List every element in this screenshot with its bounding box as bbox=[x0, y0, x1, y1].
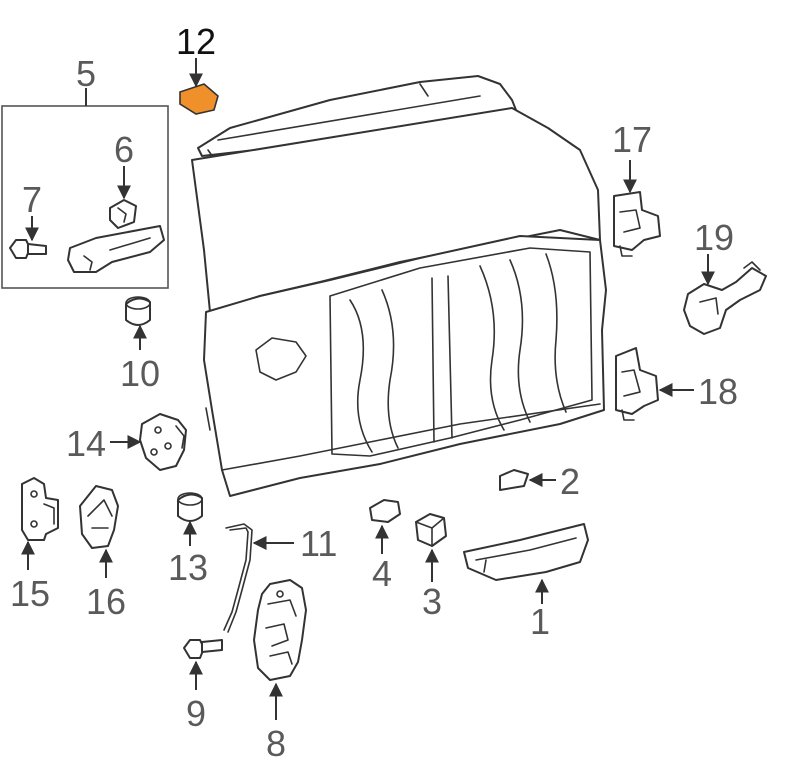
part-19-striker bbox=[683, 261, 767, 335]
part-9-bolt bbox=[183, 639, 223, 659]
part-1-handle bbox=[463, 523, 589, 581]
part-15-hinge bbox=[21, 477, 59, 541]
callout-18: 18 bbox=[698, 371, 738, 412]
callout-15: 15 bbox=[10, 573, 50, 614]
liftgate-panel bbox=[191, 75, 607, 497]
leader-lines bbox=[21, 58, 715, 720]
callout-1: 1 bbox=[530, 601, 550, 642]
callout-2: 2 bbox=[560, 461, 580, 502]
part-18-bracket bbox=[615, 347, 659, 421]
callout-12: 12 bbox=[176, 21, 216, 62]
part-10-grommet bbox=[125, 296, 151, 326]
part-2-cover bbox=[499, 469, 529, 491]
part-12-bumper bbox=[179, 83, 219, 115]
callout-10: 10 bbox=[120, 353, 160, 394]
callout-6: 6 bbox=[114, 129, 134, 170]
callout-9: 9 bbox=[186, 693, 206, 734]
part-7-bolt bbox=[9, 239, 47, 259]
part-5-bracket bbox=[67, 225, 165, 273]
callout-8: 8 bbox=[266, 723, 286, 764]
part-14-hinge-plate bbox=[139, 413, 187, 471]
callout-7: 7 bbox=[22, 179, 42, 220]
callout-3: 3 bbox=[422, 581, 442, 622]
callout-19: 19 bbox=[694, 217, 734, 258]
part-16-bracket bbox=[79, 485, 119, 549]
part-11-rod bbox=[223, 523, 253, 633]
callout-16: 16 bbox=[86, 581, 126, 622]
callout-14: 14 bbox=[66, 423, 106, 464]
callout-5: 5 bbox=[76, 53, 96, 94]
part-3-clip bbox=[415, 513, 447, 547]
part-4-pad bbox=[369, 499, 401, 523]
part-6-clip bbox=[109, 199, 137, 229]
part-8-latch bbox=[253, 579, 307, 681]
callout-17: 17 bbox=[612, 119, 652, 160]
callout-4: 4 bbox=[372, 553, 392, 594]
callout-11: 11 bbox=[300, 523, 337, 564]
part-13-stop bbox=[177, 492, 203, 522]
part-17-bracket bbox=[613, 191, 661, 257]
callout-labels: 1 2 3 4 5 6 7 8 9 10 11 12 13 14 15 16 1… bbox=[10, 21, 738, 764]
callout-13: 13 bbox=[168, 547, 208, 588]
